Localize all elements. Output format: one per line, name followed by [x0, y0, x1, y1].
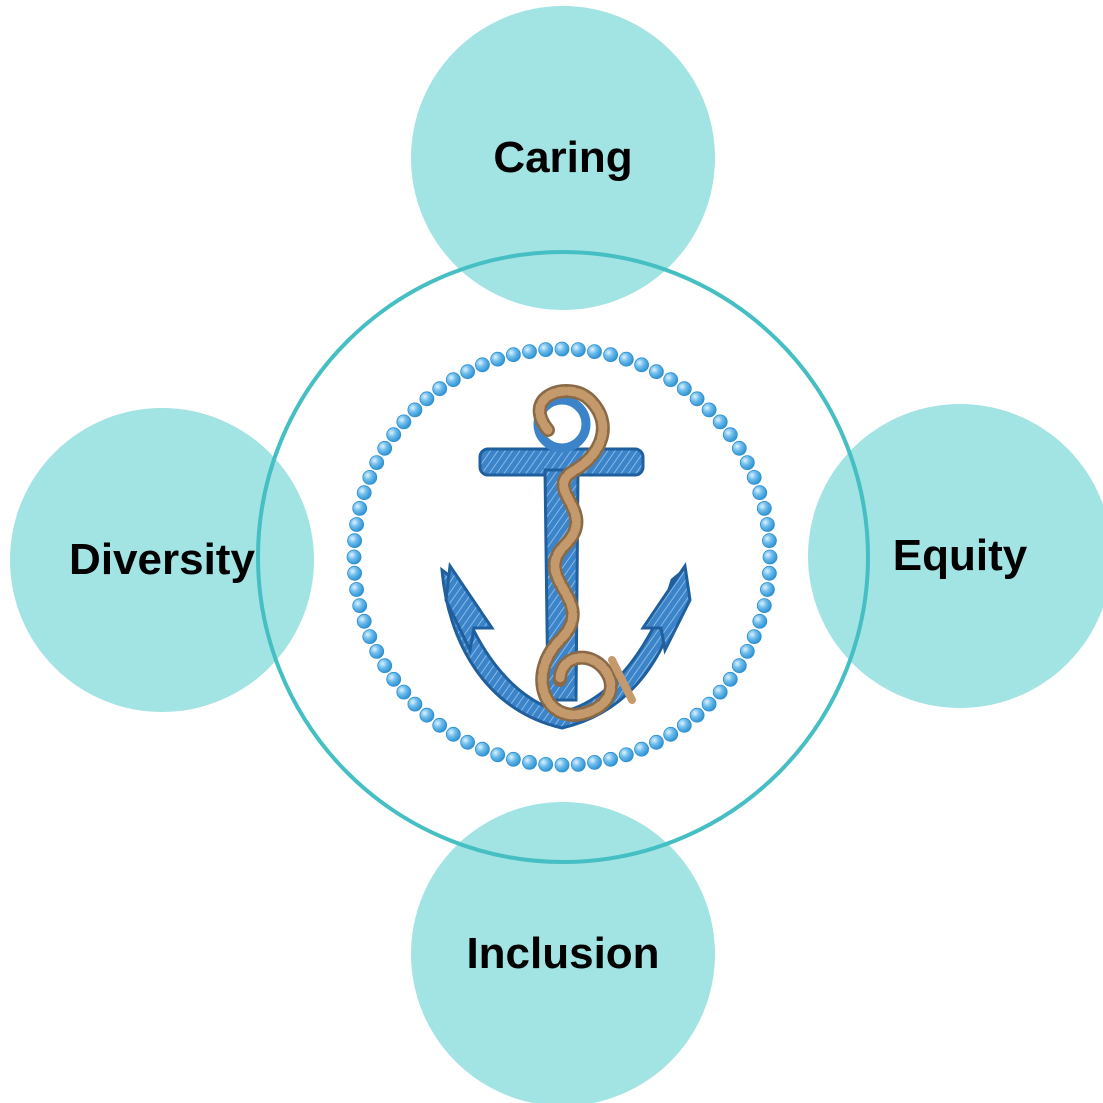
- bead: [419, 707, 435, 723]
- bead: [649, 734, 664, 750]
- bead: [762, 533, 777, 549]
- bead: [522, 755, 537, 770]
- bead: [347, 533, 363, 549]
- bead: [746, 469, 762, 485]
- bead: [722, 671, 738, 687]
- bead: [554, 341, 570, 357]
- bead: [756, 500, 772, 516]
- bead: [490, 747, 506, 763]
- bead: [689, 707, 705, 723]
- bead: [377, 440, 393, 456]
- bead: [349, 582, 365, 597]
- bead: [618, 351, 634, 367]
- bead: [746, 629, 762, 644]
- bead: [554, 757, 570, 773]
- bead: [739, 455, 755, 471]
- bead: [603, 347, 618, 363]
- petal-circle-right: [808, 404, 1103, 708]
- bead: [739, 644, 755, 659]
- bead: [634, 357, 649, 373]
- bead: [587, 755, 602, 770]
- bead: [474, 741, 490, 757]
- bead: [506, 751, 521, 767]
- bead: [490, 351, 506, 367]
- bead: [756, 598, 772, 613]
- bead: [587, 344, 602, 360]
- bead: [407, 402, 423, 418]
- bead: [445, 372, 461, 388]
- bead: [731, 440, 747, 456]
- bead: [712, 414, 728, 430]
- bead: [760, 517, 775, 532]
- bead: [722, 427, 738, 443]
- bead: [386, 671, 402, 687]
- petal-label-equity: Equity: [893, 531, 1028, 580]
- bead: [603, 751, 618, 767]
- bead: [352, 500, 368, 516]
- bead: [352, 598, 368, 613]
- bead: [474, 357, 490, 373]
- bead: [347, 565, 363, 581]
- petal-circle-bottom: [411, 802, 715, 1103]
- bead: [712, 684, 728, 700]
- bead: [506, 347, 521, 363]
- bead: [522, 344, 537, 360]
- bead: [386, 427, 402, 443]
- bead: [538, 342, 554, 358]
- bead: [369, 455, 385, 471]
- bead: [676, 717, 692, 733]
- bead: [445, 726, 461, 742]
- bead: [752, 485, 768, 501]
- bead: [419, 391, 435, 407]
- petal-label-inclusion: Inclusion: [466, 929, 659, 978]
- bead: [396, 414, 412, 430]
- petal-circle-left: [10, 408, 314, 712]
- bead: [432, 381, 448, 397]
- bead: [460, 734, 476, 750]
- bead: [701, 402, 717, 418]
- bead: [349, 517, 365, 532]
- bead: [752, 613, 768, 629]
- bead: [762, 565, 777, 581]
- bead: [689, 391, 705, 407]
- bead: [663, 372, 679, 388]
- center-ring: [256, 250, 870, 864]
- petal-label-diversity: Diversity: [69, 535, 255, 584]
- anchor-icon: [440, 384, 692, 730]
- bead: [346, 549, 362, 565]
- bead: [369, 644, 385, 659]
- bead: [362, 469, 378, 485]
- bead: [538, 757, 554, 772]
- bead: [649, 364, 664, 380]
- bead-ring: [346, 341, 778, 773]
- bead: [701, 696, 717, 712]
- bead: [356, 485, 372, 501]
- bead: [618, 747, 634, 763]
- bead: [760, 582, 775, 597]
- bead: [570, 342, 586, 358]
- petal-label-caring: Caring: [493, 133, 632, 182]
- bead: [356, 613, 372, 629]
- bead: [460, 364, 476, 380]
- petal-circle-top: [411, 6, 715, 310]
- petal-group: [10, 6, 1103, 1103]
- bead: [762, 549, 778, 565]
- bead: [362, 629, 378, 644]
- bead: [396, 684, 412, 700]
- bead: [731, 658, 747, 674]
- bead: [377, 658, 393, 674]
- bead: [676, 381, 692, 397]
- bead: [570, 757, 586, 772]
- bead: [407, 696, 423, 712]
- bead: [634, 741, 649, 757]
- bead: [663, 726, 679, 742]
- bead: [432, 717, 448, 733]
